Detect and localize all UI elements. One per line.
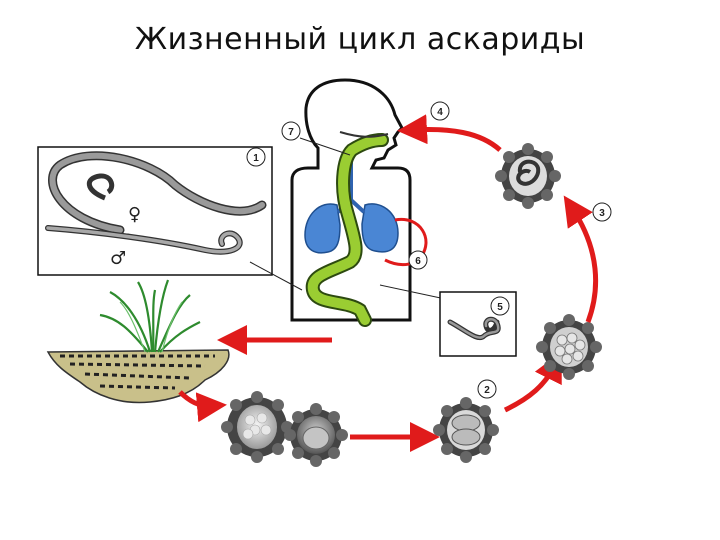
stage-7-label: 7 bbox=[288, 127, 294, 138]
egg-fresh bbox=[221, 391, 293, 463]
arrow-to-mouth bbox=[397, 114, 502, 152]
right-lung bbox=[361, 203, 399, 253]
egg-morula bbox=[536, 314, 602, 380]
egg-invasive-larva bbox=[495, 143, 561, 209]
stage-7-marker: 7 bbox=[281, 121, 351, 156]
stage-1-label: 1 bbox=[253, 153, 259, 164]
male-symbol: ♂ bbox=[110, 248, 126, 269]
larva-panel: 5 bbox=[249, 261, 517, 357]
left-lung bbox=[304, 203, 341, 254]
arrow-to-egg bbox=[178, 390, 227, 423]
digestive-tract bbox=[307, 135, 387, 325]
stage-6-label: 6 bbox=[415, 256, 421, 267]
arrow-to-morula bbox=[503, 351, 562, 413]
stage-6-marker: 6 bbox=[408, 250, 428, 270]
stage-3-label: 3 bbox=[599, 208, 605, 219]
egg-dividing bbox=[284, 403, 348, 467]
page-title: Жизненный цикл аскариды bbox=[134, 22, 586, 57]
stage-5-label: 5 bbox=[497, 302, 503, 313]
human-host-figure bbox=[290, 78, 428, 327]
egg-stage-2: 2 bbox=[433, 379, 499, 463]
female-symbol: ♀ bbox=[128, 204, 141, 225]
soil-with-grass bbox=[46, 279, 230, 404]
stage-4-marker: 4 bbox=[430, 101, 450, 121]
stage-3-marker: 3 bbox=[592, 202, 612, 222]
stage-2-label: 2 bbox=[484, 385, 490, 396]
adult-worms-panel: ♀ ♂ 1 bbox=[37, 146, 273, 276]
arrow-to-stage-3 bbox=[563, 195, 599, 323]
stage-4-label: 4 bbox=[437, 107, 443, 118]
